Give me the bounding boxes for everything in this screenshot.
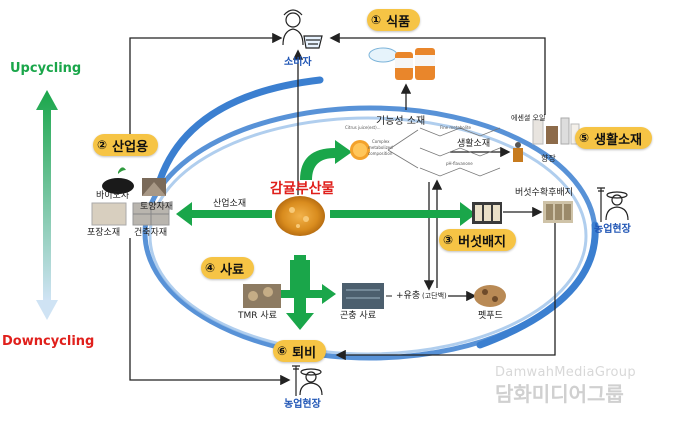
essential-oil-label: 에센셜 오일 <box>511 114 546 122</box>
process-text: Fine metabolite <box>440 125 472 130</box>
farmer-icon-bottom <box>292 365 323 396</box>
pet-food-label: 펫푸드 <box>478 311 503 321</box>
badge-label: 버섯배지 <box>458 234 507 250</box>
lifestyle-arrow-label: 생활소재 <box>457 139 491 149</box>
plus-larvae-label: +유충 <box>396 291 421 301</box>
packaging-label: 포장소재 <box>87 228 121 238</box>
soil-material-image <box>142 178 166 196</box>
farm-label-right: 농업현장 <box>594 224 631 235</box>
section-badge-food: ① 식품 <box>367 9 421 31</box>
section-badge-compost: ⑥ 퇴비 <box>273 340 327 362</box>
watermark-ko: 담화미디어그룹 <box>495 382 624 406</box>
biochar-image <box>102 167 134 194</box>
badge-label: 생활소재 <box>594 132 643 148</box>
outer-loop-lines <box>129 32 556 386</box>
food-products-image <box>368 47 435 80</box>
molecule-diagram <box>387 127 501 177</box>
biochar-label: 바이오차 <box>96 191 130 201</box>
orange-slice-image <box>350 140 370 160</box>
watermark-en: DamwahMediaGroup <box>495 365 636 380</box>
upcycling-label: Upcycling <box>10 61 82 76</box>
badge-label: 퇴비 <box>292 345 317 361</box>
mushroom-bags-image <box>472 201 573 224</box>
badge-number: ⑤ <box>579 131 590 145</box>
tmr-feed-label: TMR 사료 <box>238 311 277 321</box>
cycling-axis-arrow <box>36 90 58 320</box>
green-flow-arrows <box>176 140 476 330</box>
badge-label: 식품 <box>386 14 411 30</box>
badge-number: ② <box>97 138 108 152</box>
fragrance-label: 향장 <box>541 154 556 163</box>
packaging-building-image <box>91 202 170 226</box>
spent-substrate-label: 버섯수확후배지 <box>515 188 573 198</box>
section-badge-lifestyle: ⑤ 생활소재 <box>575 127 653 149</box>
process-text: composition <box>368 151 393 156</box>
insect-feed-image <box>342 283 384 309</box>
pet-food-image <box>474 285 506 307</box>
consumer-icon <box>282 9 323 49</box>
section-badge-mushroom: ③ 버섯배지 <box>439 229 517 251</box>
downcycling-label: Downcycling <box>2 334 95 349</box>
building-label: 건축자재 <box>134 228 168 238</box>
badge-number: ⑥ <box>277 344 288 358</box>
process-text: Citrus juice(est)... <box>345 125 381 130</box>
insect-feed-label: 곤충 사료 <box>340 311 376 321</box>
process-text: Complex <box>372 139 390 144</box>
badge-number: ① <box>371 13 382 27</box>
tmr-feed-image <box>243 284 281 308</box>
functional-material-label: 기능성 소재 <box>376 116 426 127</box>
section-badge-feed: ④ 사료 <box>201 257 255 279</box>
high-protein-label: (고단백) <box>422 292 447 300</box>
process-text: metabolized <box>368 145 393 150</box>
section-badge-industrial: ② 산업용 <box>93 134 159 156</box>
industrial-arrow-label: 산업소재 <box>213 199 247 209</box>
circular-flow-swirl <box>142 76 599 361</box>
consumer-label: 소비자 <box>284 57 312 68</box>
farmer-icon-right <box>597 187 629 222</box>
citrus-byproduct-image <box>275 196 325 236</box>
center-title: 감귤부산물 <box>270 181 335 197</box>
badge-label: 사료 <box>220 262 245 278</box>
farm-label-bottom: 농업현장 <box>284 399 321 410</box>
soil-material-label: 토양자재 <box>140 202 174 212</box>
badge-label: 산업용 <box>112 139 149 155</box>
badge-number: ③ <box>443 233 454 247</box>
process-text: pH-flavanone <box>446 161 473 166</box>
badge-number: ④ <box>205 261 216 275</box>
